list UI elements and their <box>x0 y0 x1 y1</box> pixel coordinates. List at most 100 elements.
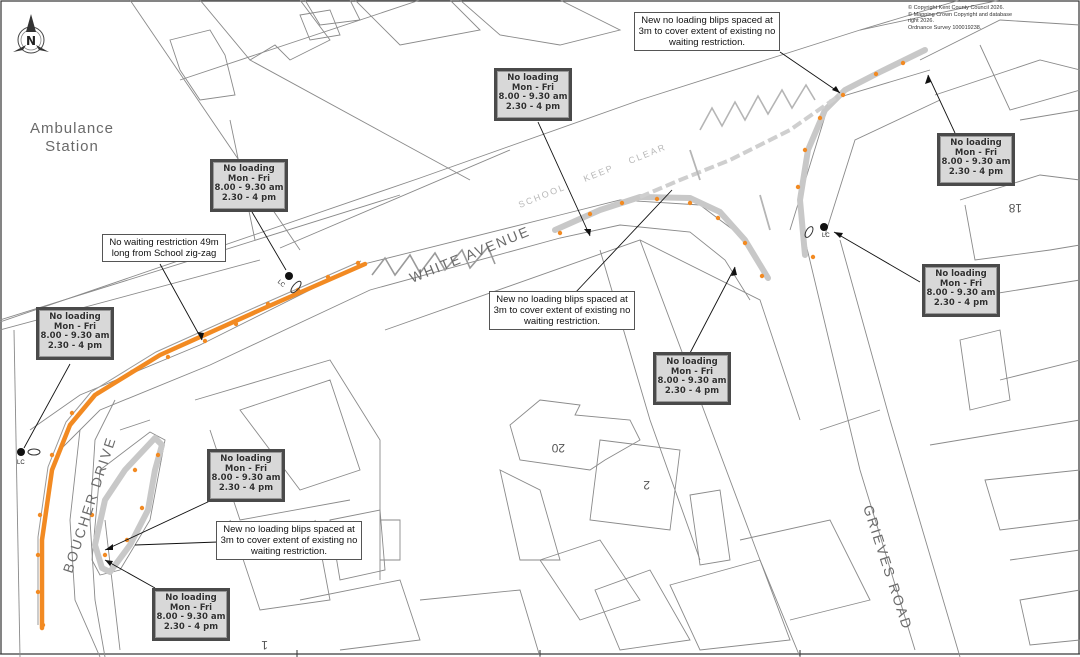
plot-line <box>919 19 1080 61</box>
sign-text: 2.30 - 4 pm <box>218 482 274 493</box>
no-loading-sign: No loading Mon - Fri 8.00 - 9.30 am 2.30… <box>937 133 1015 186</box>
plot-line <box>999 359 1080 381</box>
road-marking <box>689 149 701 181</box>
sign-text: 8.00 - 9.30 am <box>498 92 568 102</box>
plot-line <box>384 239 801 421</box>
plot-line <box>1009 549 1080 561</box>
sign-text: 8.00 - 9.30 am <box>941 157 1011 167</box>
kerb-line <box>69 429 101 657</box>
sign-text: No loading <box>49 312 101 322</box>
kerb-line <box>89 399 116 657</box>
building-outline <box>459 0 622 46</box>
plot-line <box>934 59 1080 96</box>
copyright-notice: © Copyright Kent County Council 2026. © … <box>908 5 1018 31</box>
sign-text: No loading <box>950 138 1002 148</box>
copyright-line: Ordnance Survey 100019238. <box>908 24 982 31</box>
zigzag-text-school: SCHOOL <box>517 182 567 210</box>
building-outline <box>984 469 1080 531</box>
leader-arrowheads <box>105 75 931 566</box>
plot-line <box>929 419 1080 446</box>
existing-restriction-grieves-road <box>797 47 928 258</box>
zigzag-text-keep: KEEP <box>582 163 615 184</box>
lamp-column-dot <box>17 448 25 456</box>
sign-text: No loading <box>223 164 275 174</box>
plot-line <box>979 44 1080 111</box>
existing-restriction-island <box>92 435 165 575</box>
plot-line <box>819 409 881 431</box>
house-number-1: 1 <box>261 638 268 652</box>
lamp-column-dot <box>285 272 293 280</box>
plot-line <box>959 174 1080 201</box>
no-loading-sign: No loading Mon - Fri 8.00 - 9.30 am 2.30… <box>922 264 1000 317</box>
north-arrow-icon: N <box>13 14 49 54</box>
kerb-line <box>839 239 961 657</box>
building-outline <box>499 469 561 561</box>
sign-text: Mon - Fri <box>670 366 714 377</box>
lamp-column-symbols <box>17 223 828 456</box>
building-outline <box>169 29 236 101</box>
lamp-column-dot <box>820 223 828 231</box>
zigzag-marking-right <box>699 83 816 131</box>
note-blips-bottom: New no loading blips spaced at 3m to cov… <box>216 521 362 560</box>
plot-line <box>639 239 801 657</box>
plot-line <box>104 519 121 651</box>
no-loading-blips <box>35 60 906 628</box>
building-outline <box>509 399 641 471</box>
lamp-column-label: LC <box>822 233 830 239</box>
sign-text: 2.30 - 4 pm <box>221 192 277 203</box>
no-loading-sign: No loading Mon - Fri 8.00 - 9.30 am 2.30… <box>207 449 285 502</box>
road-label-grieves-road: GRIEVES ROAD <box>860 503 916 632</box>
existing-restrictions <box>92 47 928 575</box>
copyright-line: © Mapping Crown Copyright and database r… <box>908 11 1013 25</box>
place-label-ambulance-2: Station <box>45 138 99 155</box>
note-blips-middle: New no loading blips spaced at 3m to cov… <box>489 291 635 330</box>
sign-text: No loading <box>666 357 718 367</box>
kerb-line <box>804 239 916 651</box>
building-outline <box>380 519 401 561</box>
sign-text: No loading <box>165 593 217 603</box>
plot-line <box>279 149 511 249</box>
sign-text: No loading <box>220 454 272 464</box>
road-marking <box>759 194 771 231</box>
sign-text: Mon - Fri <box>939 278 983 289</box>
building-outline <box>669 559 791 651</box>
no-loading-sign: No loading Mon - Fri 8.00 - 9.30 am 2.30… <box>653 352 731 405</box>
building-outline <box>329 509 386 581</box>
no-loading-sign: No loading Mon - Fri 8.00 - 9.30 am 2.30… <box>494 68 572 121</box>
building-outline <box>594 569 691 651</box>
plot-line <box>119 419 151 431</box>
building-outline <box>964 204 1051 261</box>
school-keep-clear-line <box>639 93 842 199</box>
sign-text: 8.00 - 9.30 am <box>156 612 226 622</box>
sign-text: Mon - Fri <box>954 147 998 158</box>
sign-text: No loading <box>935 269 987 279</box>
plot-line <box>859 0 961 31</box>
restriction-guide-line <box>37 260 362 625</box>
sign-text: 8.00 - 9.30 am <box>214 183 284 193</box>
building-outline <box>299 9 341 41</box>
no-loading-sign: No loading Mon - Fri 8.00 - 9.30 am 2.30… <box>210 159 288 212</box>
sign-text: 8.00 - 9.30 am <box>40 331 110 341</box>
plot-line <box>1019 109 1080 121</box>
note-no-waiting-restriction: No waiting restriction 49m long from Sch… <box>102 234 226 262</box>
building-outline <box>539 539 641 621</box>
kerb-line <box>13 329 21 657</box>
building-outline <box>589 439 681 531</box>
sign-text: Mon - Fri <box>169 602 213 613</box>
leader-lines <box>23 51 956 589</box>
note-blips-top: New no loading blips spaced at 3m to cov… <box>634 12 780 51</box>
sign-text: 2.30 - 4 pm <box>948 166 1004 177</box>
place-label-ambulance-1: Ambulance <box>30 120 114 137</box>
building-outline <box>689 489 731 566</box>
sign-text: 2.30 - 4 pm <box>505 101 561 112</box>
sign-text: 8.00 - 9.30 am <box>657 376 727 386</box>
road-label-boucher-drive: BOUCHER DRIVE <box>60 434 119 575</box>
sign-text: 8.00 - 9.30 am <box>211 473 281 483</box>
sign-text: Mon - Fri <box>53 321 97 332</box>
lamp-column-label: LC <box>17 460 25 466</box>
kerb-line <box>59 224 751 451</box>
plot-line <box>249 59 471 181</box>
sign-text: 2.30 - 4 pm <box>47 340 103 351</box>
